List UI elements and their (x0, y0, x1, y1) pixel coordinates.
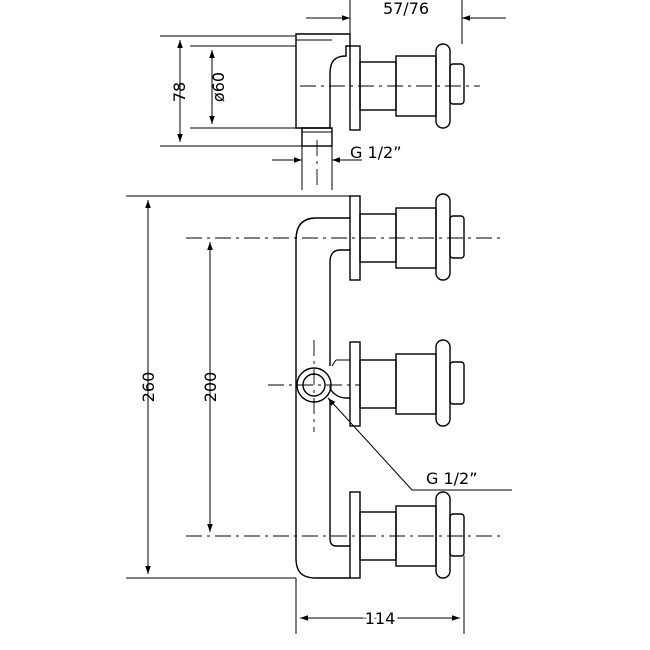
valve-middle (349, 339, 465, 427)
manifold-pipe (295, 217, 350, 579)
dim-valve-spacing-label: 200 (201, 372, 220, 403)
dim-elbow-height-label: 78 (170, 82, 189, 102)
dim-top-width: 57/76 (306, 0, 506, 46)
dim-valve-spacing: 200 (201, 242, 220, 532)
valve-upper (349, 193, 465, 281)
manifold-mid-branch-edge (331, 359, 337, 367)
dim-total-height: 260 (126, 195, 350, 579)
dim-elbow-diameter: ø60 (190, 45, 296, 129)
dim-top-thread-label: G 1/2” (350, 143, 402, 162)
dim-elbow-height: 78 (160, 35, 302, 147)
top-handle-cap (449, 63, 465, 105)
dim-total-height-label: 260 (139, 372, 158, 403)
side-view-top (295, 33, 480, 147)
manifold-view (186, 193, 500, 579)
dim-side-thread-label: G 1/2” (426, 469, 478, 488)
dim-bottom-width-label: 114 (365, 609, 396, 628)
elbow-body (295, 33, 351, 129)
dim-elbow-diameter-label: ø60 (209, 72, 228, 102)
dim-top-thread: G 1/2” (272, 140, 402, 190)
dim-bottom-width: 114 (295, 556, 465, 634)
valve-lower (349, 491, 465, 579)
dim-side-thread: G 1/2” (327, 397, 512, 491)
top-flange (349, 45, 361, 131)
dim-top-width-label: 57/76 (383, 0, 429, 18)
